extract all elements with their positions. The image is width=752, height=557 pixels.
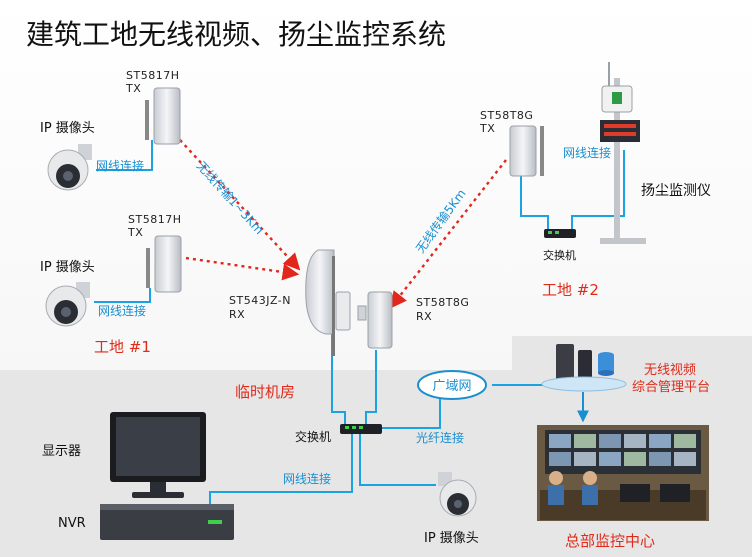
rx2-model: ST58T8G — [416, 296, 469, 309]
wan-bubble — [417, 370, 487, 400]
wireless-link-site2 — [389, 159, 507, 309]
rx1-role: RX — [229, 308, 245, 321]
site2-tx-role: TX — [479, 122, 495, 135]
rx-antenna-panel — [357, 291, 393, 349]
nvr-label: NVR — [58, 516, 86, 531]
tx-bottom-role: TX — [127, 226, 143, 239]
wire-wan — [382, 398, 441, 429]
wire-room-camera — [359, 434, 436, 486]
site1-name: 工地 #1 — [94, 338, 151, 356]
network-wires — [94, 140, 625, 520]
site2-wire-label: 网线连接 — [563, 145, 611, 160]
monitor-icon — [110, 412, 206, 498]
dust-monitor-label: 扬尘监测仪 — [641, 183, 711, 199]
tx-antenna-site1-bottom — [146, 235, 182, 293]
fiber-label: 光纤连接 — [416, 430, 464, 445]
tx-top-model: ST5817H — [126, 69, 179, 82]
camera-icon — [438, 472, 477, 517]
rx-antenna-sector — [305, 249, 351, 356]
site2-name: 工地 #2 — [542, 281, 599, 299]
camera-icon — [45, 282, 90, 327]
platform-line2: 综合管理平台 — [632, 380, 710, 395]
wire-rx1 — [331, 330, 346, 424]
wan-label: 广域网 — [432, 379, 471, 394]
tx-antenna-site1-top — [145, 87, 181, 145]
center-label: 总部监控中心 — [565, 532, 655, 550]
camera-bottom-label: IP 摄像头 — [40, 260, 95, 275]
wire-site2-tx — [520, 175, 549, 230]
site2-switch-label: 交换机 — [543, 248, 576, 262]
switch-icon — [340, 424, 382, 434]
server-cluster-icon — [541, 344, 627, 392]
wire-top-label: 网线连接 — [96, 158, 144, 173]
camera-icon — [47, 144, 92, 191]
room-wire-label: 网线连接 — [283, 471, 331, 486]
room-switch-label: 交换机 — [295, 429, 331, 444]
tx-bottom-model: ST5817H — [128, 213, 181, 226]
page-title: 建筑工地无线视频、扬尘监控系统 — [26, 18, 446, 51]
wireless-link-site1-top — [179, 139, 301, 271]
tx-top-role: TX — [125, 82, 141, 95]
wireless-link-site1-bottom — [185, 256, 300, 281]
wire-camera-bottom — [94, 288, 151, 303]
site2-tx-model: ST58T8G — [480, 109, 533, 122]
nvr-icon — [100, 504, 234, 540]
room-panel — [0, 370, 512, 557]
switch-icon — [544, 229, 576, 238]
wire-site2-dust — [571, 150, 625, 230]
rx1-model: ST543JZ-N — [229, 294, 291, 307]
wire-camera-top — [96, 140, 153, 171]
monitor-label: 显示器 — [42, 444, 81, 459]
dust-monitor-icon — [600, 62, 646, 244]
platform-line1: 无线视频 — [644, 363, 696, 378]
tx-antenna-site2 — [509, 125, 544, 177]
wire-rx2 — [365, 350, 377, 424]
camera-top-label: IP 摄像头 — [40, 121, 95, 136]
monitoring-center-image — [537, 425, 709, 521]
wire-bottom-label: 网线连接 — [98, 303, 146, 318]
room-camera-label: IP 摄像头 — [424, 531, 479, 546]
rx2-role: RX — [416, 310, 432, 323]
room-name: 临时机房 — [235, 383, 295, 401]
